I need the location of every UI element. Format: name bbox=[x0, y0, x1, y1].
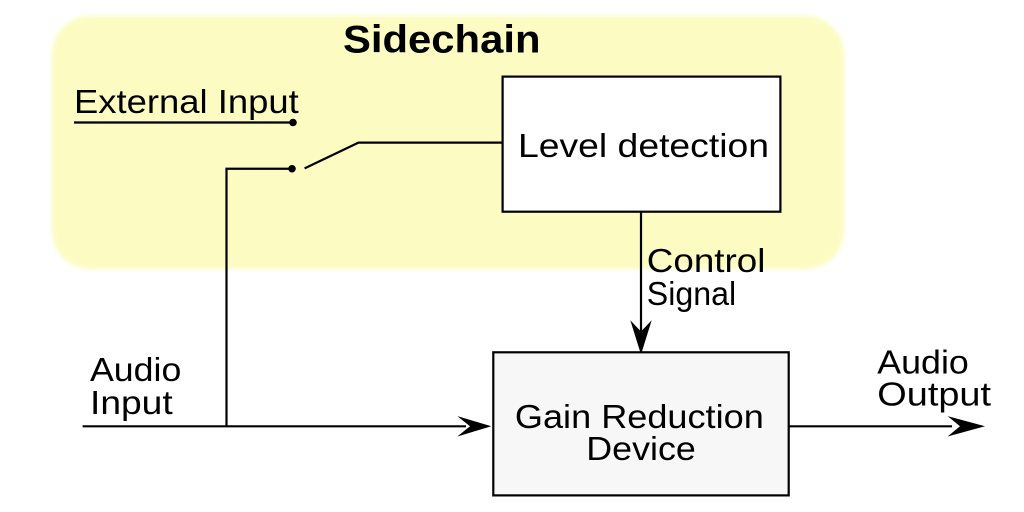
svg-text:External Input: External Input bbox=[74, 83, 299, 120]
svg-text:Signal: Signal bbox=[647, 275, 736, 312]
svg-text:Output: Output bbox=[877, 376, 991, 413]
svg-text:Audio: Audio bbox=[90, 351, 181, 388]
svg-text:Sidechain: Sidechain bbox=[343, 19, 541, 62]
svg-text:Control: Control bbox=[647, 242, 766, 279]
svg-text:Input: Input bbox=[90, 384, 173, 421]
svg-text:Gain Reduction: Gain Reduction bbox=[515, 398, 764, 435]
svg-text:Audio: Audio bbox=[877, 343, 969, 380]
svg-text:Level detection: Level detection bbox=[518, 127, 769, 164]
svg-text:Device: Device bbox=[586, 430, 696, 467]
